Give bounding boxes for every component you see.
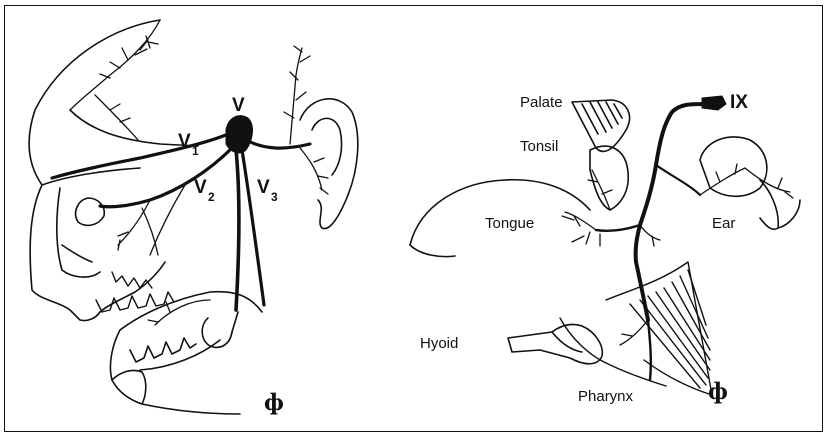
label-ix: IX <box>730 93 748 112</box>
palate-shape <box>572 100 630 151</box>
label-v1-sub: 1 <box>192 145 199 157</box>
fine-nerve-twigs <box>70 20 328 325</box>
label-tonsil: Tonsil <box>520 139 558 154</box>
pharynx-muscle <box>560 262 712 395</box>
trigeminal-branches <box>52 130 310 310</box>
hyoid-bone <box>508 324 602 363</box>
label-v3-sub: 3 <box>271 191 278 203</box>
label-v: V <box>232 96 245 115</box>
label-phi-left: ф <box>264 392 284 414</box>
label-v3: V <box>257 178 270 197</box>
label-ear: Ear <box>712 216 735 231</box>
mandible <box>110 292 262 414</box>
label-tongue: Tongue <box>485 216 534 231</box>
label-hyoid: Hyoid <box>420 336 458 351</box>
label-v2: V <box>194 178 207 197</box>
label-palate: Palate <box>520 95 563 110</box>
label-pharynx: Pharynx <box>578 389 633 404</box>
label-v2-sub: 2 <box>208 191 215 203</box>
ix-nerve-root <box>702 96 726 110</box>
label-v1: V <box>178 132 191 151</box>
trigeminal-ganglion <box>226 116 252 153</box>
left-ear <box>300 99 358 229</box>
mandibular-canal <box>202 312 238 347</box>
label-phi-right: ф <box>708 381 728 403</box>
